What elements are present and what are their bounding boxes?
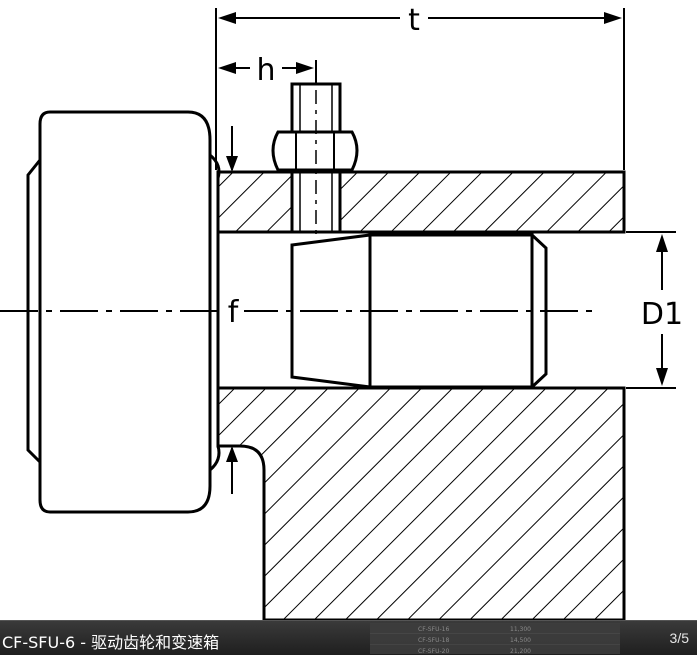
thumbnail-preview[interactable]: CF-SFU-16 11,300 CF-SFU-18 14,500 CF-SFU… <box>370 623 620 655</box>
dimension-h: h <box>218 52 317 88</box>
caption-bar: CF-SFU-6 - 驱动齿轮和变速箱 CF-SFU-16 11,300 CF-… <box>0 620 697 655</box>
model-cell: CF-SFU-16 <box>418 625 450 633</box>
technical-drawing[interactable]: t h f <box>0 0 697 620</box>
housing-upper-section <box>216 170 626 234</box>
table-row: CF-SFU-20 21,200 <box>370 647 620 655</box>
value-cell: 14,500 <box>510 636 531 644</box>
value-cell: 21,200 <box>510 647 531 655</box>
dimension-f: f <box>222 126 244 494</box>
image-title: CF-SFU-6 - 驱动齿轮和变速箱 <box>2 633 220 652</box>
label-t: t <box>408 3 420 38</box>
model-cell: CF-SFU-20 <box>418 647 450 655</box>
model-cell: CF-SFU-18 <box>418 636 450 644</box>
dimension-t: t <box>215 3 625 170</box>
value-cell: 11,300 <box>510 625 531 633</box>
table-row: CF-SFU-16 11,300 <box>370 625 620 634</box>
label-d1: D1 <box>641 297 683 332</box>
housing-lower-section <box>216 386 626 620</box>
label-f: f <box>228 295 240 330</box>
image-counter: 3/5 <box>669 630 689 646</box>
label-h: h <box>256 53 275 88</box>
table-row: CF-SFU-18 14,500 <box>370 636 620 645</box>
dimension-d1: D1 <box>626 231 683 389</box>
